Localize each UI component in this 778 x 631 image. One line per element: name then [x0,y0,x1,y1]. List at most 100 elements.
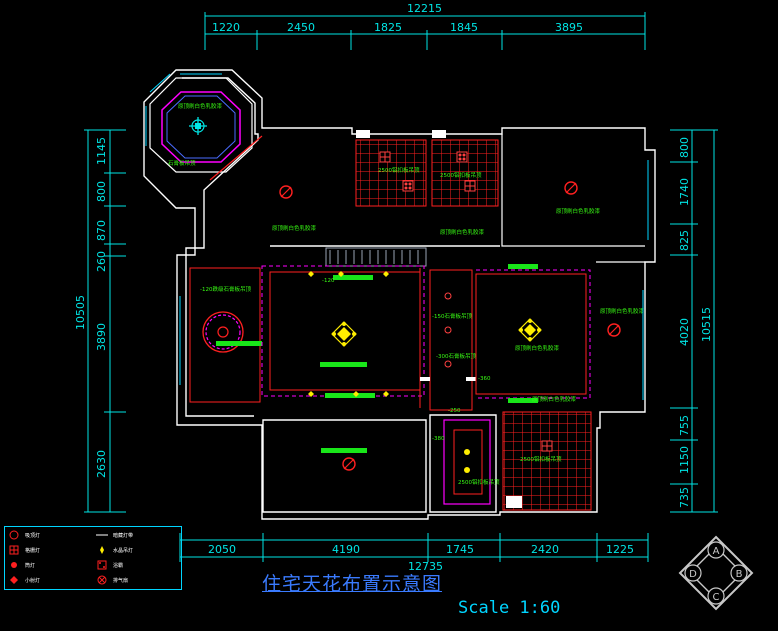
view-marker: A B C D [678,535,754,611]
window-block [356,130,370,138]
left-dimension-chain [84,129,126,513]
legend-label: 暗藏灯带 [113,533,134,539]
exterior-walls [143,69,656,520]
small-spot-icon [10,576,18,584]
exhaust-fan-icon [402,180,414,192]
small-spot-icon [444,292,452,368]
right-dim-6: 1150 [678,446,691,474]
bottom-bedroom [321,448,367,471]
bedroom-top-left: 原顶刷白色乳胶漆 [272,185,317,232]
right-dim-4: 4020 [678,318,691,346]
ceiling-light-icon [217,326,229,338]
octagon-windows [145,73,222,146]
left-dim-3: 870 [95,220,108,241]
bottom-dim-3: 1745 [446,543,474,556]
kitchen-note: 2500铝扣板吊顶 [378,166,420,174]
grille-light-icon [464,180,476,192]
exhaust-fan-icon [97,575,107,585]
octagon-room: 原顶刷白色乳胶漆 石膏板吊顶 [145,73,253,173]
oct-edge-note: 石膏板吊顶 [168,159,196,167]
ceiling-light-icon [279,185,293,199]
top-dim-4: 1845 [450,21,478,34]
legend-label: 格栅灯 [25,548,41,554]
led-strip [320,362,367,367]
top-dim-5: 3895 [555,21,583,34]
kitchen-grid: 2500铝扣板吊顶 2500铝扣板吊顶 [355,130,499,207]
led-strip [508,398,538,403]
bath-note: 2500铝扣板吊顶 [440,171,482,179]
top-total-dim: 12215 [407,2,442,15]
right-dim-5: 755 [678,415,691,436]
right-dim-3: 825 [678,230,691,251]
crystal-lamp-icon [100,546,104,554]
hall-strip: -150石膏板吊顶 -300石膏板吊顶 -360 [419,268,491,411]
legend-label: 浴霸 [113,563,124,569]
ceiling-light-icon [607,323,621,337]
drawing-scale: Scale 1:60 [458,598,561,618]
level-c: -250 [448,408,461,414]
bed-left-note: 原顶刷白色乳胶漆 [272,224,317,232]
crystal-lamp-icon [518,318,542,342]
level-d: -380 [432,436,445,442]
bottom-dim-2: 4190 [332,543,360,556]
small-bathroom: -250 -380 2500铝扣板吊顶 [432,408,500,505]
downlight-row [308,271,389,397]
legend-item: 吸顶灯 [5,529,93,541]
level-b: -360 [478,376,491,382]
bottom-dim-1: 2050 [208,543,236,556]
led-strip [216,341,262,346]
left-dim-2: 800 [95,181,108,202]
top-dim-1: 1220 [212,21,240,34]
legend-item: 筒灯 [5,559,93,571]
downlight-icon [11,562,17,568]
downlight-icon [464,467,470,473]
led-strip-icon [96,534,108,536]
wardrobe-strip [325,247,427,267]
left-dim-6: 2630 [95,450,108,478]
view-a: A [713,546,720,557]
oct-note: 原顶刷白色乳胶漆 [178,102,223,110]
right-dimension-labels: 800 1740 825 4020 755 1150 735 10515 [678,137,713,508]
bottom-dimension-chain [179,533,649,562]
right-room: 原顶刷白色乳胶漆 [596,261,645,400]
left-dim-5: 3890 [95,323,108,351]
bottom-dim-4: 2420 [531,543,559,556]
bottom-total-dim: 12735 [408,560,443,573]
grille-light-icon [541,440,553,452]
legend-item: 暗藏灯带 [93,529,181,541]
right-dim-2: 1740 [678,178,691,206]
left-dimension-labels: 10505 1145 800 870 260 3890 2630 [74,137,108,478]
legend-label: 排气扇 [113,578,129,584]
top-dim-3: 1825 [374,21,402,34]
view-d: D [689,569,697,580]
legend-label: 吸顶灯 [25,533,41,539]
left-dim-1: 1145 [95,137,108,165]
legend-item: 水晶吊灯 [93,544,181,556]
living-main: -120 [261,265,425,398]
left-dim-4: 260 [95,251,108,272]
small-bath-note: 2500铝扣板吊顶 [458,478,500,486]
exhaust-fan-icon [456,151,468,163]
led-strip [333,275,373,280]
legend: 吸顶灯 格栅灯 筒灯 小射灯 暗藏灯带 水晶吊灯 浴霸 排气扇 [4,526,182,590]
level-a: -120 [322,278,335,284]
right-dimension-chain [670,129,718,513]
legend-item: 排气扇 [93,574,181,586]
bath-bottom-note: 2500铝扣板吊顶 [520,455,562,463]
ceiling-light-icon [9,530,19,540]
led-strip [321,448,367,453]
living-left-note: -120跌级石膏板吊顶 [200,285,251,293]
living-left: -120跌级石膏板吊顶 [179,267,262,403]
legend-label: 小射灯 [25,578,41,584]
legend-item: 浴霸 [93,559,181,571]
bedroom-top-right: 原顶刷白色乳胶漆 [501,134,649,247]
hall-note: -300石膏板吊顶 [436,352,476,360]
right-dim-1: 800 [678,137,691,158]
ceiling-light-icon [342,457,356,471]
right-total-dim: 10515 [700,307,713,342]
top-dimension-chain [204,12,646,50]
view-b: B [736,569,743,580]
toilet-symbol [506,496,522,508]
ceiling-light-icon [564,181,578,195]
